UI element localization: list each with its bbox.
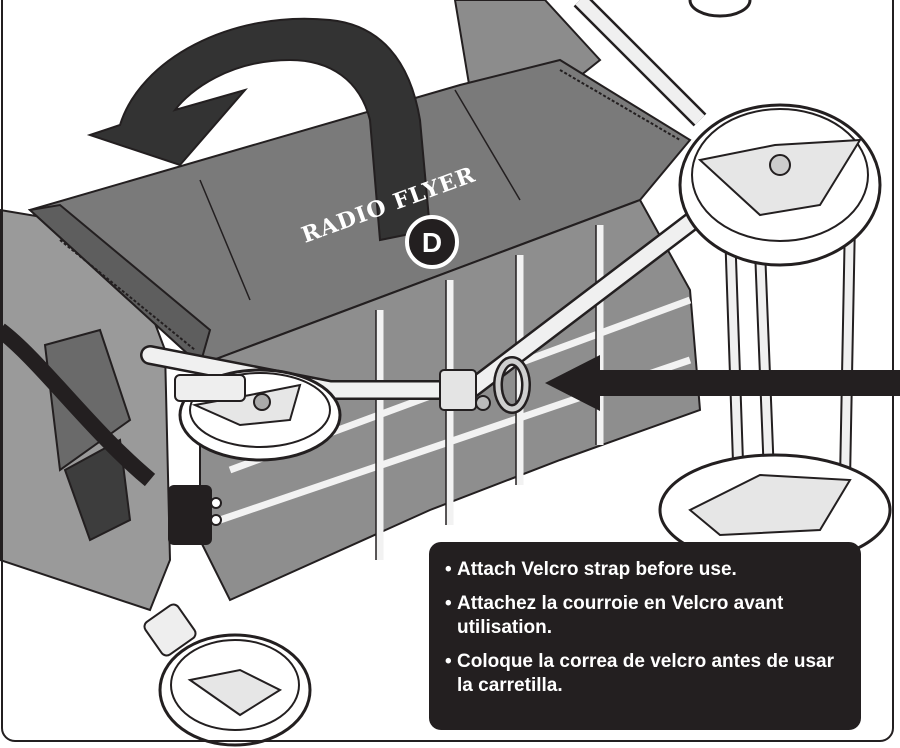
wheel-front-right [678,103,882,267]
wheel-top-partial [688,0,752,18]
strap-pointer-arrow [545,355,900,411]
wheel-rear-right [658,453,892,567]
step-badge: D [405,215,459,269]
step-badge-label: D [422,227,442,258]
velcro-strap [439,356,531,414]
instruction-callout: Attach Velcro strap before use. Attachez… [429,542,861,730]
instruction-list: Attach Velcro strap before use. Attachez… [445,558,847,698]
wheel-rear-left [143,603,312,747]
frame-clamp [168,485,222,545]
fold-direction-arrow [86,17,432,242]
instruction-en: Attach Velcro strap before use. [445,558,847,582]
instruction-es: Coloque la correa de velcro antes de usa… [445,650,847,698]
wheel-front-left [174,368,342,462]
instruction-fr: Attachez la courroie en Velcro avant uti… [445,592,847,640]
wagon-side-panel [0,208,172,612]
